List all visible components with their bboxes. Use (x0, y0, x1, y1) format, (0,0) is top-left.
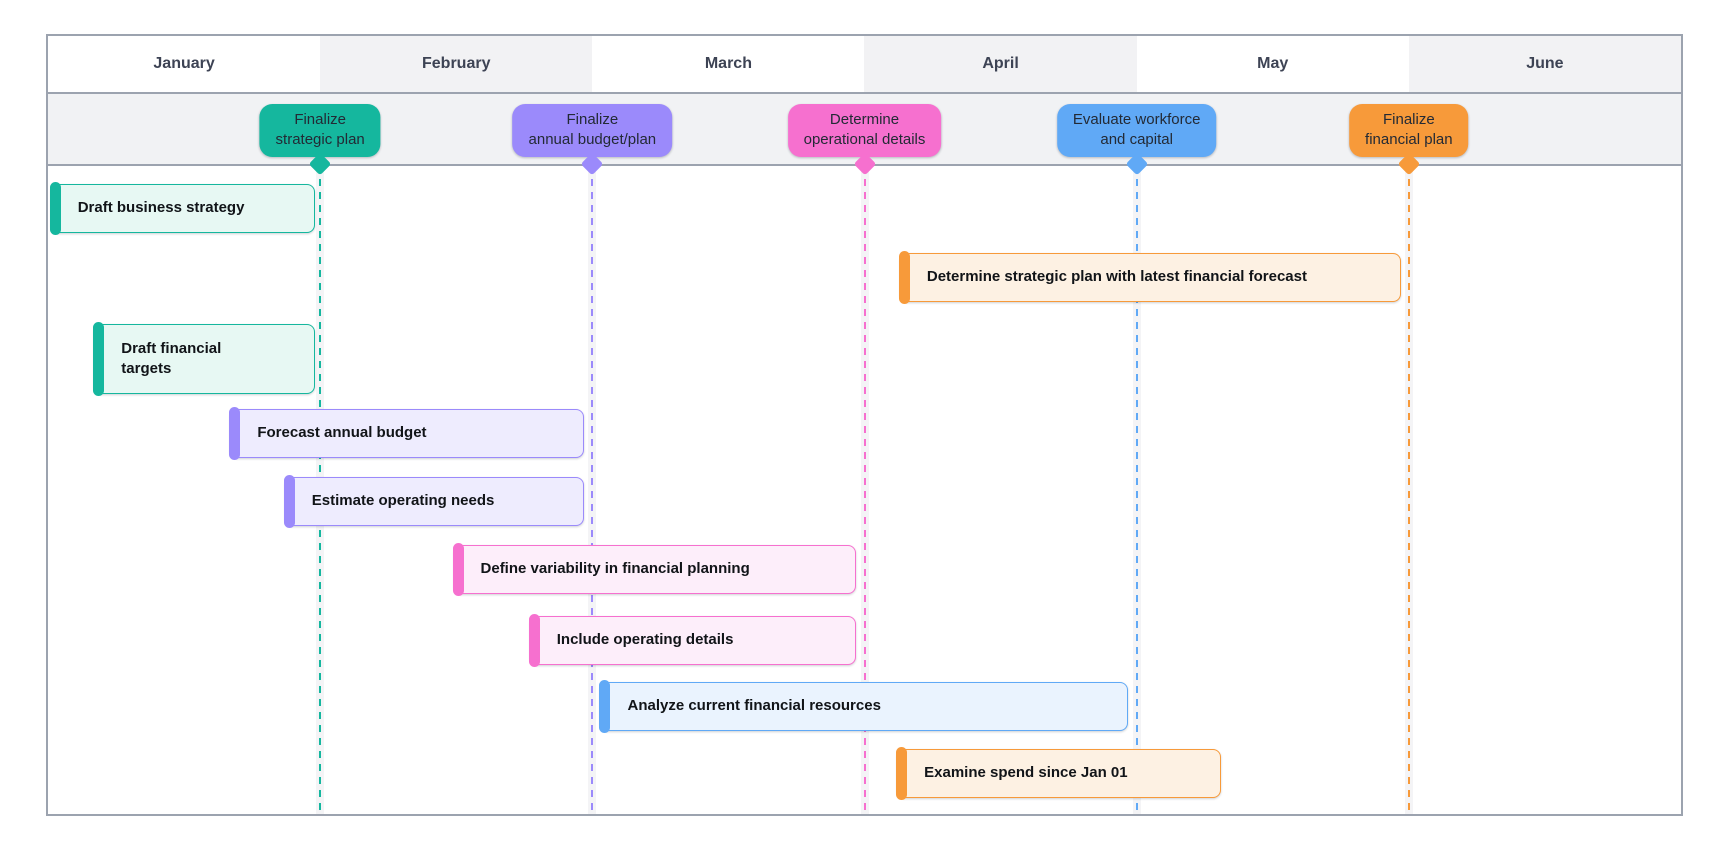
month-header-june: June (1408, 36, 1681, 92)
task-bar-draft-financial-targets[interactable]: Draft financial targets (93, 322, 315, 396)
task-label: Analyze current financial resources (627, 697, 881, 715)
milestone-label-line: financial plan (1365, 131, 1453, 149)
task-bar-forecast-annual-budget[interactable]: Forecast annual budget (229, 407, 585, 460)
milestone-label-line: and capital (1100, 131, 1173, 149)
month-header-february: February (320, 36, 593, 92)
month-header-march: March (592, 36, 865, 92)
milestone-pill-evaluate-workforce-and-capital[interactable]: Evaluate workforce and capital (1056, 103, 1217, 157)
milestone-pill-finalize-financial-plan[interactable]: Finalize financial plan (1349, 103, 1469, 157)
milestone-label-line: Determine (829, 110, 900, 128)
month-header-january: January (48, 36, 321, 92)
milestone-label-line: operational details (803, 131, 926, 149)
milestone-dashed-line-finalize-financial-plan (1407, 166, 1410, 814)
task-label: Determine strategic plan with latest fin… (926, 268, 1307, 286)
task-bar-include-operating-details[interactable]: Include operating details (528, 614, 857, 667)
task-bar-estimate-operating-needs[interactable]: Estimate operating needs (283, 475, 585, 528)
milestone-label-line: annual budget/plan (528, 131, 657, 149)
task-bar-determine-strategic-plan-with-latest-financial-forecast[interactable]: Determine strategic plan with latest fin… (898, 251, 1401, 304)
task-label: Draft financial (121, 339, 222, 357)
month-header-april: April (864, 36, 1137, 92)
milestone-label-line: Finalize (1382, 110, 1435, 128)
month-header-may: May (1136, 36, 1409, 92)
milestone-label-line: Evaluate workforce (1072, 110, 1201, 128)
milestone-pill-finalize-strategic-plan[interactable]: Finalize strategic plan (259, 103, 381, 157)
milestone-dashed-line-determine-operational-details (863, 166, 866, 814)
task-label: Forecast annual budget (257, 424, 427, 442)
task-label: Examine spend since Jan 01 (924, 764, 1128, 782)
task-bar-examine-spend-since-jan-01[interactable]: Examine spend since Jan 01 (896, 747, 1222, 800)
task-label: Draft business strategy (77, 199, 245, 217)
task-label: targets (121, 360, 172, 377)
milestone-dashed-line-evaluate-workforce-and-capital (1135, 166, 1138, 814)
task-label: Define variability in financial planning (480, 560, 750, 578)
task-bar-define-variability-in-financial-planning[interactable]: Define variability in financial planning (452, 543, 857, 596)
milestone-label-line: strategic plan (275, 131, 365, 149)
task-label: Include operating details (556, 631, 734, 649)
task-bar-draft-business-strategy[interactable]: Draft business strategy (49, 182, 315, 235)
task-label: Estimate operating needs (311, 492, 495, 510)
milestone-dashed-line-finalize-annual-budget-plan (591, 166, 594, 814)
task-bar-analyze-current-financial-resources[interactable]: Analyze current financial resources (599, 680, 1129, 733)
milestone-pill-finalize-annual-budget-plan[interactable]: Finalize annual budget/plan (512, 103, 673, 157)
milestone-label-line: Finalize (294, 110, 346, 128)
milestone-pill-determine-operational-details[interactable]: Determine operational details (787, 103, 942, 157)
milestone-label-line: Finalize (566, 110, 619, 128)
